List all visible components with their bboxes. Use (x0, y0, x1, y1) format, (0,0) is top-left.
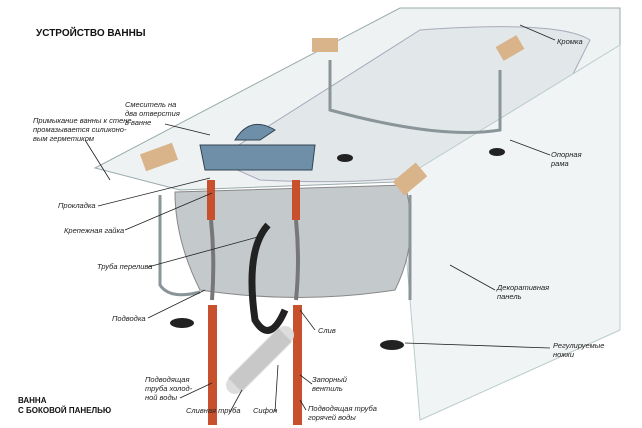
adjustable-legs (170, 148, 505, 350)
label-cold-pipe: Подводящая труба холод- ной воды (145, 375, 193, 402)
supply-pipes (207, 180, 302, 425)
label-mixer: Смеситель на два отверстия в ванне (125, 100, 180, 127)
overflow-pipe (248, 222, 289, 334)
label-rim: Кромка (557, 37, 583, 46)
wood-block (312, 38, 338, 52)
label-nut: Крепежная гайка (64, 226, 125, 235)
wood-block (139, 142, 179, 172)
diagram-subtitle: ВАННА С БОКОВОЙ ПАНЕЛЬЮ (18, 396, 112, 415)
label-hot-pipe: Подводящая труба горячей воды (308, 404, 377, 422)
wood-block (392, 162, 428, 196)
label-gasket: Прокладка (58, 201, 96, 210)
drain-pipe (226, 326, 294, 394)
leader-lines (84, 24, 556, 413)
label-panel: Декоративная панель (497, 283, 550, 301)
label-sealant: Примыкание ванны к стене промазывается с… (33, 116, 132, 143)
label-drainpipe: Сливная труба (186, 406, 241, 415)
label-legs: Регулируемые ножки (553, 341, 605, 359)
drain-pipe-outline (227, 327, 293, 393)
wood-block (495, 35, 525, 61)
label-overflow: Труба перелива (97, 262, 153, 271)
label-valve: Запорный вентиль (312, 375, 347, 393)
decorative-panel (399, 44, 621, 421)
label-frame: Опорная рама (551, 150, 582, 168)
diagram-title: УСТРОЙСТВО ВАННЫ (36, 28, 146, 39)
label-supply: Подводка (112, 314, 146, 323)
label-drain: Слив (318, 326, 336, 335)
mixer-faucet (199, 123, 316, 171)
label-siphon: Сифон (253, 406, 278, 415)
support-frame (158, 60, 502, 300)
